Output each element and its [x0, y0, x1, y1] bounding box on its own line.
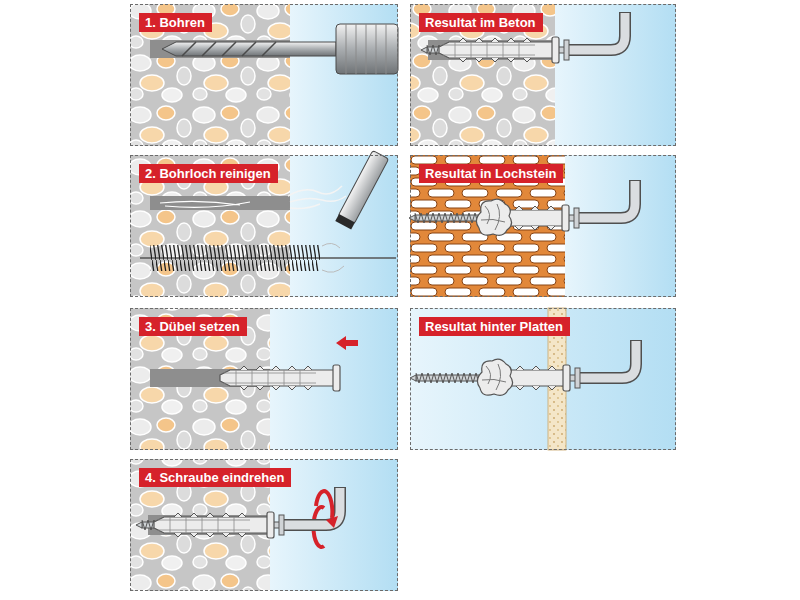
- cleaning-brush: [150, 245, 320, 271]
- drilling-scene: [130, 4, 398, 146]
- step-panel: 2. Bohrloch reinigen: [130, 155, 398, 297]
- step-panel: Resultat hinter Platten: [410, 308, 676, 450]
- drill-chuck: [336, 24, 398, 74]
- step-heading: 3. Dübel setzen: [139, 317, 247, 336]
- step-heading: 2. Bohrloch reinigen: [139, 164, 278, 183]
- air: [290, 4, 398, 146]
- step-panel: 3. Dübel setzen: [130, 308, 398, 450]
- drill-bit: [162, 42, 336, 56]
- hook-anchor: [409, 180, 635, 235]
- step-heading: Resultat hinter Platten: [419, 317, 570, 336]
- concrete: [130, 155, 290, 297]
- step-panel: Resultat in Lochstein: [410, 155, 676, 297]
- dowel: [220, 365, 340, 391]
- step-heading: Resultat in Lochstein: [419, 164, 563, 183]
- cleaning-scene: [130, 150, 398, 297]
- air: [565, 155, 676, 297]
- air: [410, 308, 676, 450]
- push-arrow: [336, 336, 358, 350]
- step-heading: Resultat im Beton: [419, 13, 543, 32]
- step-heading: 1. Bohren: [139, 13, 212, 32]
- blow-pump: [335, 150, 388, 229]
- dust-cloud: [288, 186, 346, 209]
- concrete: [410, 4, 555, 146]
- step-panel: 1. Bohren: [130, 4, 398, 146]
- step-heading: 4. Schraube eindrehen: [139, 468, 291, 487]
- concrete-result: [410, 4, 676, 146]
- air: [555, 4, 676, 146]
- concrete: [130, 4, 290, 146]
- step-panel: 4. Schraube eindrehen: [130, 459, 398, 591]
- board-result: [410, 308, 676, 450]
- brick-result: [409, 155, 676, 297]
- hook-anchor: [410, 340, 636, 395]
- screw-scene: [130, 459, 398, 591]
- air: [290, 155, 398, 297]
- insert-scene: [130, 308, 398, 450]
- hook-anchor: [136, 487, 340, 538]
- step-panel: Resultat im Beton: [410, 4, 676, 146]
- drill-hole: [150, 196, 290, 210]
